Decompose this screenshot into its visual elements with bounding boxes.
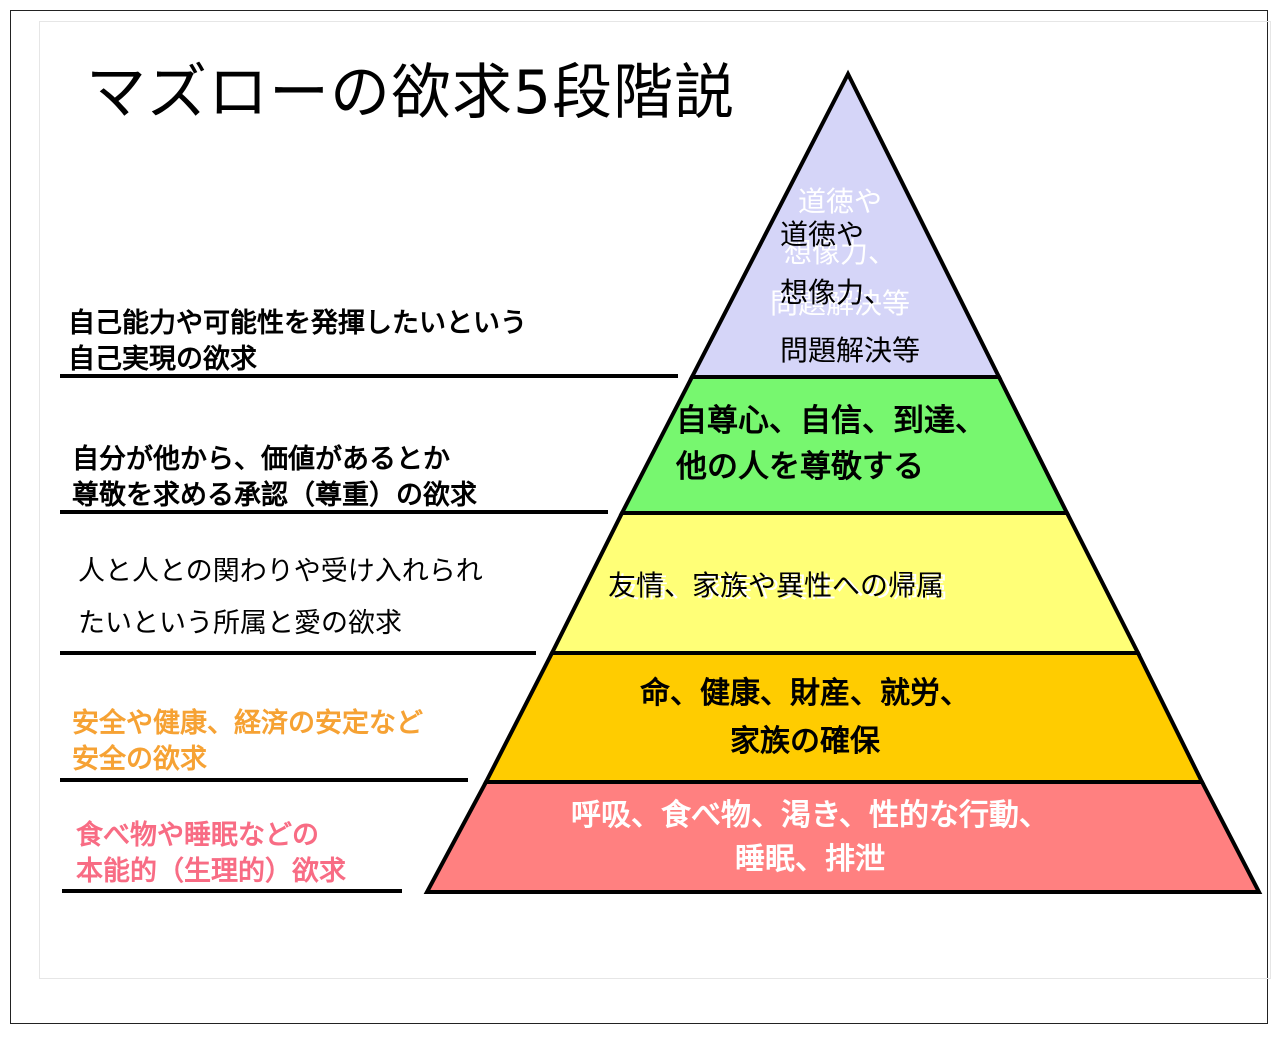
label-line: 食べ物や睡眠などの: [76, 820, 319, 851]
pyramid-tier-5: [423, 780, 1263, 894]
label-physiological: 食べ物や睡眠などの 本能的（生理的）欲求: [76, 818, 346, 890]
label-line: 人と人との関わりや受け入れられ: [78, 556, 483, 587]
label-esteem: 自分が他から、価値があるとか 尊敬を求める承認（尊重）の欲求: [72, 442, 477, 514]
slide-inner-border: [39, 21, 1271, 979]
label-line: 自己実現の欲求: [68, 344, 257, 375]
tier4-line: 家族の確保: [730, 724, 880, 759]
tier4-text: 命、健康、財産、就労、 家族の確保: [620, 670, 990, 766]
tier1-ghost-line: 想像力、: [783, 236, 896, 269]
tier1-line: 想像力、: [780, 276, 893, 309]
tier1-ghost-line: 道徳や: [797, 185, 882, 218]
label-safety: 安全や健康、経済の安定など 安全の欲求: [72, 706, 423, 778]
label-line: 自己能力や可能性を発揮したいという: [68, 308, 527, 339]
tier2-line: 他の人を尊敬する: [676, 449, 924, 485]
tier1-line: 道徳や: [780, 218, 865, 251]
label-line: 尊敬を求める承認（尊重）の欲求: [72, 480, 477, 511]
tier3-ghost-text: 友情、家族や異性への帰属: [612, 571, 949, 604]
tier1-text: 道徳や 想像力、 問題解決等: [780, 206, 920, 380]
tier3-text: 友情、家族や異性への帰属: [608, 569, 945, 602]
tier2-text: 自尊心、自信、到達、 他の人を尊敬する: [676, 398, 986, 490]
label-belonging: 人と人との関わりや受け入れられ たいという所属と愛の欲求: [78, 546, 483, 650]
label-self-actualization: 自己能力や可能性を発揮したいという 自己実現の欲求: [68, 306, 527, 378]
tier1-ghost-line: 問題解決等: [769, 287, 910, 320]
tier5-line: 呼吸、食べ物、渇き、性的な行動、: [571, 798, 1049, 833]
divider-line: [60, 778, 468, 782]
label-line: 安全の欲求: [72, 744, 207, 775]
tier5-line: 睡眠、排泄: [735, 842, 885, 877]
label-line: たいという所属と愛の欲求: [78, 608, 402, 639]
tier1-line: 問題解決等: [780, 334, 921, 367]
divider-line: [60, 651, 536, 655]
label-line: 自分が他から、価値があるとか: [72, 444, 450, 475]
divider-line: [60, 510, 608, 514]
tier1-ghost-text: 道徳や 想像力、 問題解決等: [740, 176, 940, 329]
page-title: マズローの欲求5段階説: [86, 58, 736, 128]
divider-line: [62, 889, 402, 893]
tier2-line: 自尊心、自信、到達、: [676, 403, 986, 439]
tier4-line: 命、健康、財産、就労、: [640, 676, 970, 711]
tier5-text: 呼吸、食べ物、渇き、性的な行動、 睡眠、排泄: [540, 794, 1080, 882]
divider-line: [60, 374, 678, 378]
label-line: 本能的（生理的）欲求: [76, 856, 346, 887]
label-line: 安全や健康、経済の安定など: [72, 708, 423, 739]
